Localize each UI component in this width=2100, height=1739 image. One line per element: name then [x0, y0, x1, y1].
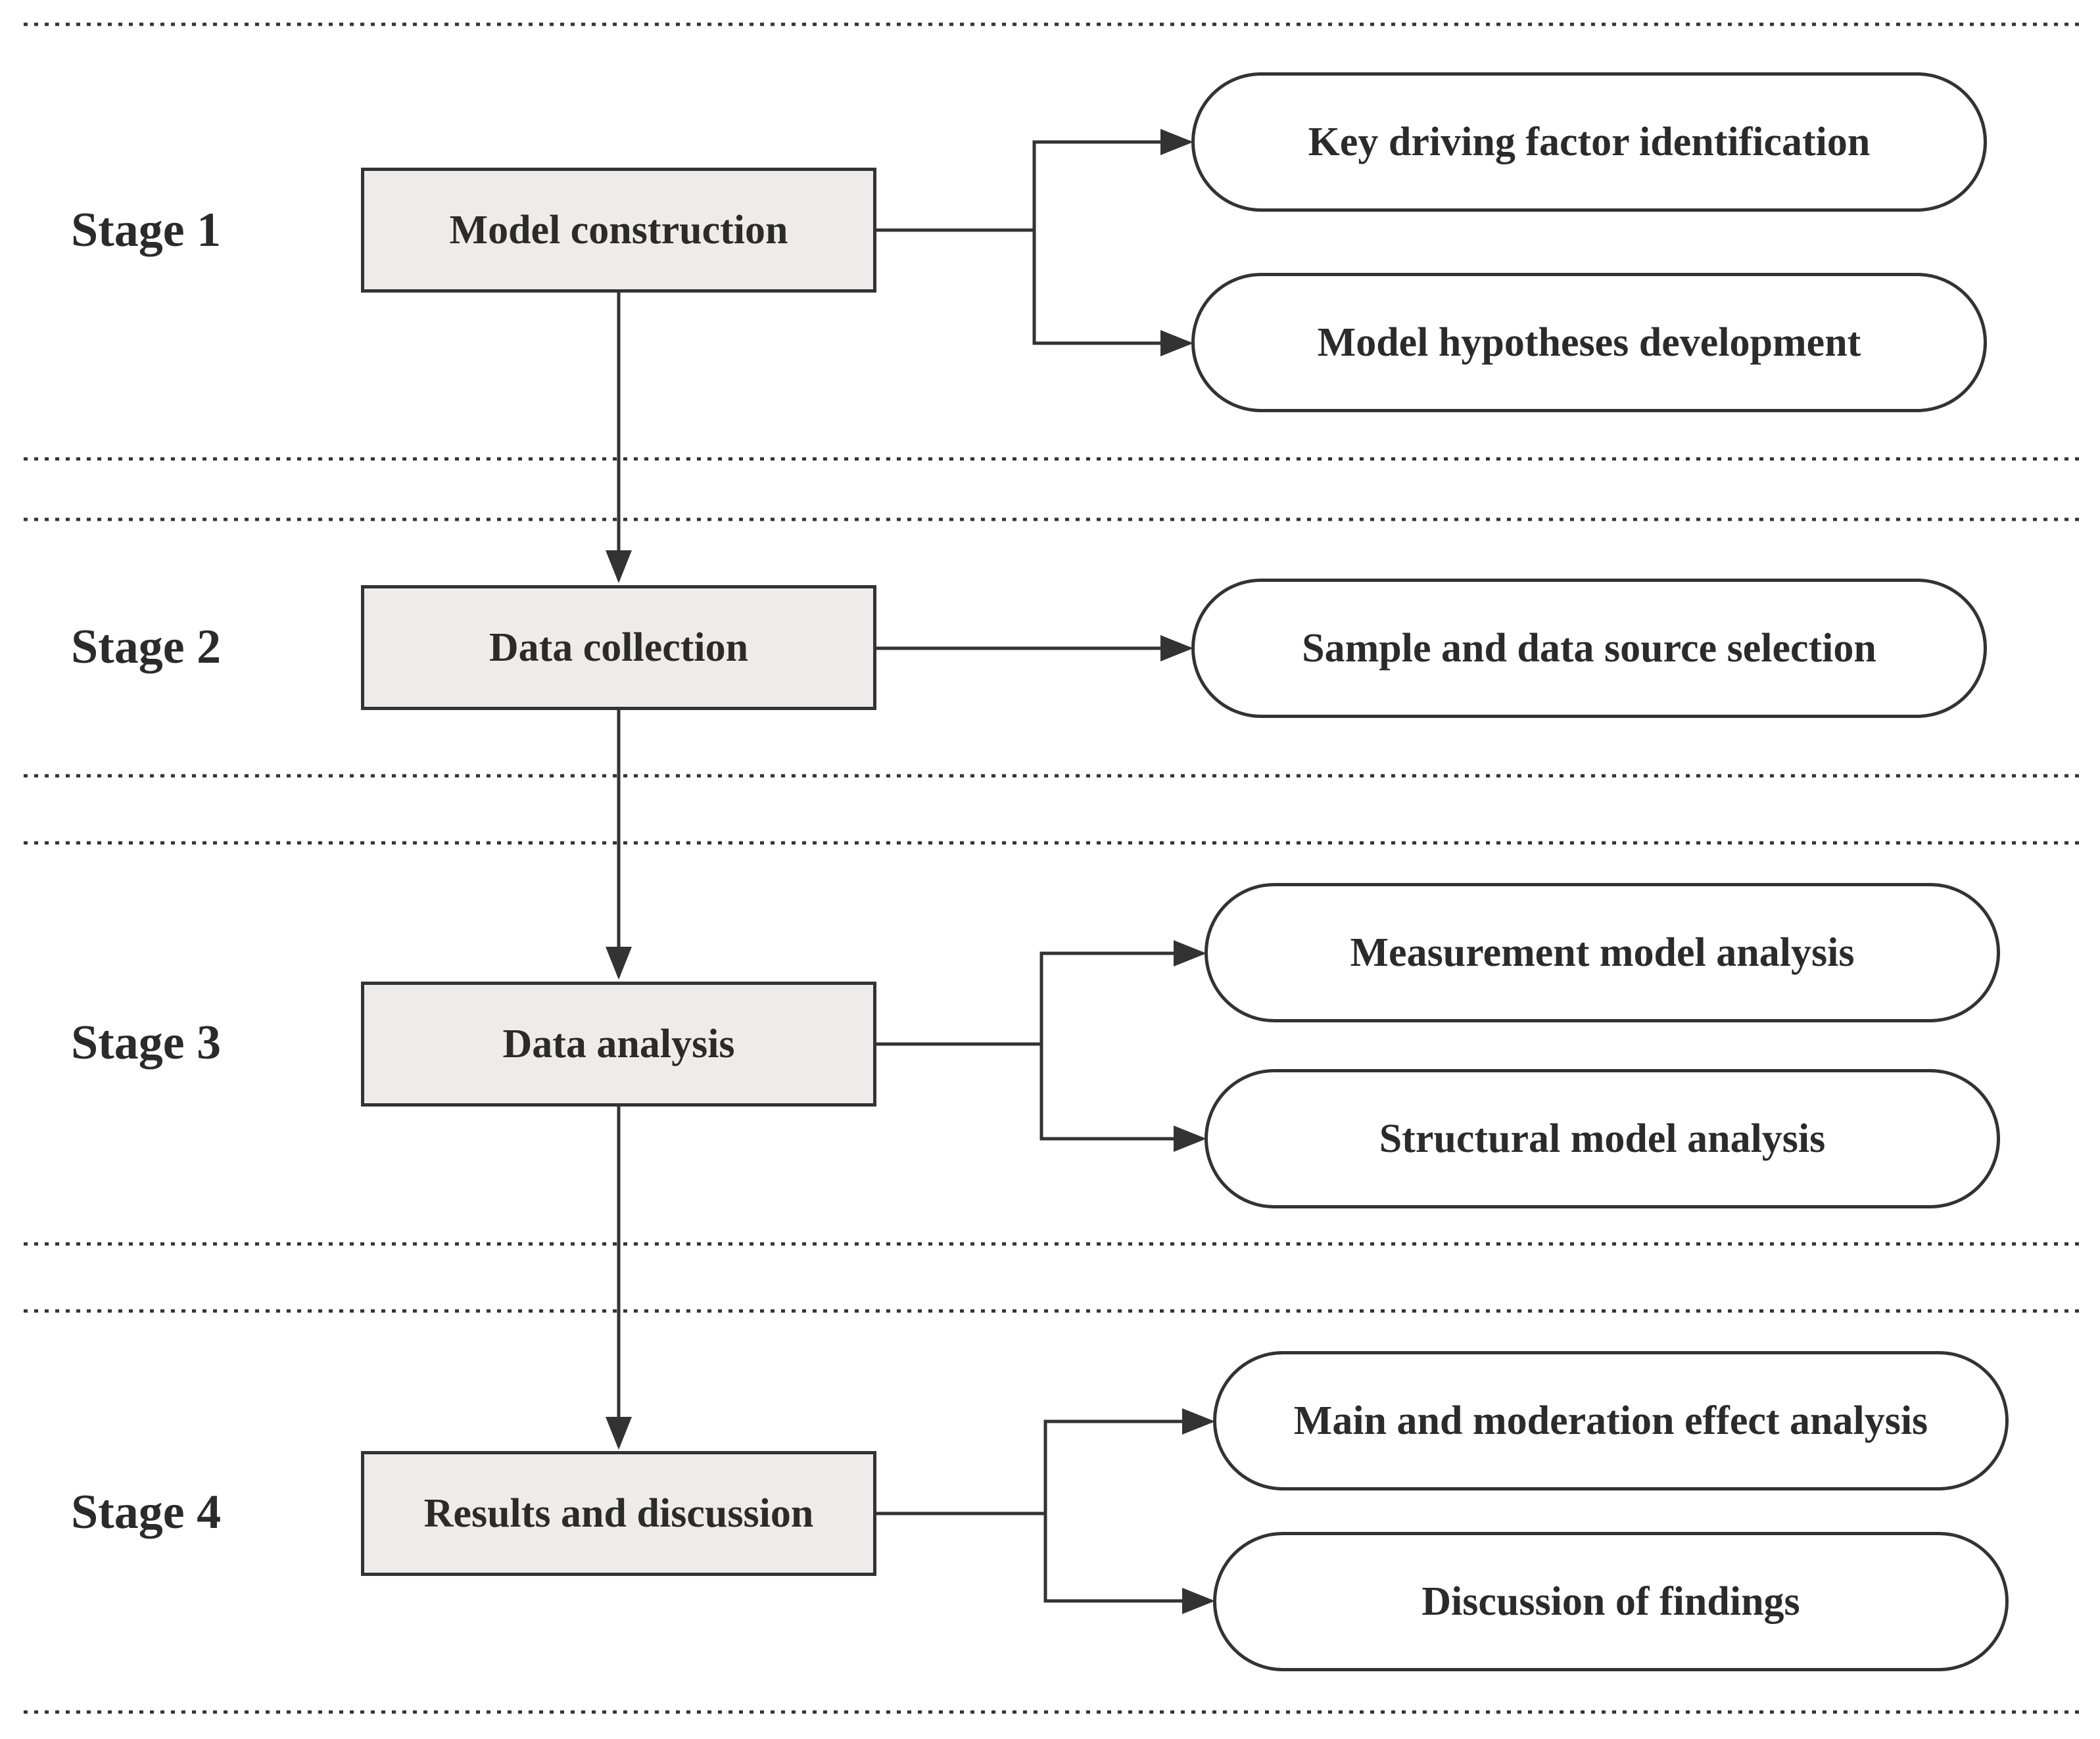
- process-data-collection: Data collection: [361, 585, 876, 710]
- branch-arrow-stage3-a: [876, 940, 1206, 1046]
- stage-3-label: Stage 3: [71, 1015, 222, 1070]
- branch-arrow-stage1-a: [876, 129, 1193, 232]
- outcome-key-driving-factor-identification: Key driving factor identification: [1191, 72, 1987, 212]
- process-results-and-discussion: Results and discussion: [361, 1451, 876, 1576]
- process-data-analysis: Data analysis: [361, 982, 876, 1107]
- stage-1-label: Stage 1: [71, 202, 222, 257]
- outcome-discussion-of-findings: Discussion of findings: [1213, 1532, 2009, 1671]
- outcome-model-hypotheses-development: Model hypotheses development: [1191, 273, 1987, 412]
- branch-arrow-stage4-b: [1043, 1513, 1215, 1614]
- outcome-measurement-model-analysis: Measurement model analysis: [1205, 883, 2000, 1022]
- stage-2-label: Stage 2: [71, 619, 222, 674]
- stage-4-label: Stage 4: [71, 1485, 222, 1539]
- process-model-construction: Model construction: [361, 168, 876, 293]
- outcome-sample-and-data-source-selection: Sample and data source selection: [1191, 579, 1987, 718]
- outcome-structural-model-analysis: Structural model analysis: [1205, 1069, 2000, 1208]
- stage-dividers: [24, 22, 2084, 1714]
- branch-arrow-stage1-b: [1032, 230, 1193, 356]
- branch-arrow-stage3-b: [1039, 1044, 1206, 1152]
- branch-arrow-stage4-a: [876, 1408, 1215, 1515]
- outcome-main-and-moderation-effect-analysis: Main and moderation effect analysis: [1213, 1351, 2009, 1490]
